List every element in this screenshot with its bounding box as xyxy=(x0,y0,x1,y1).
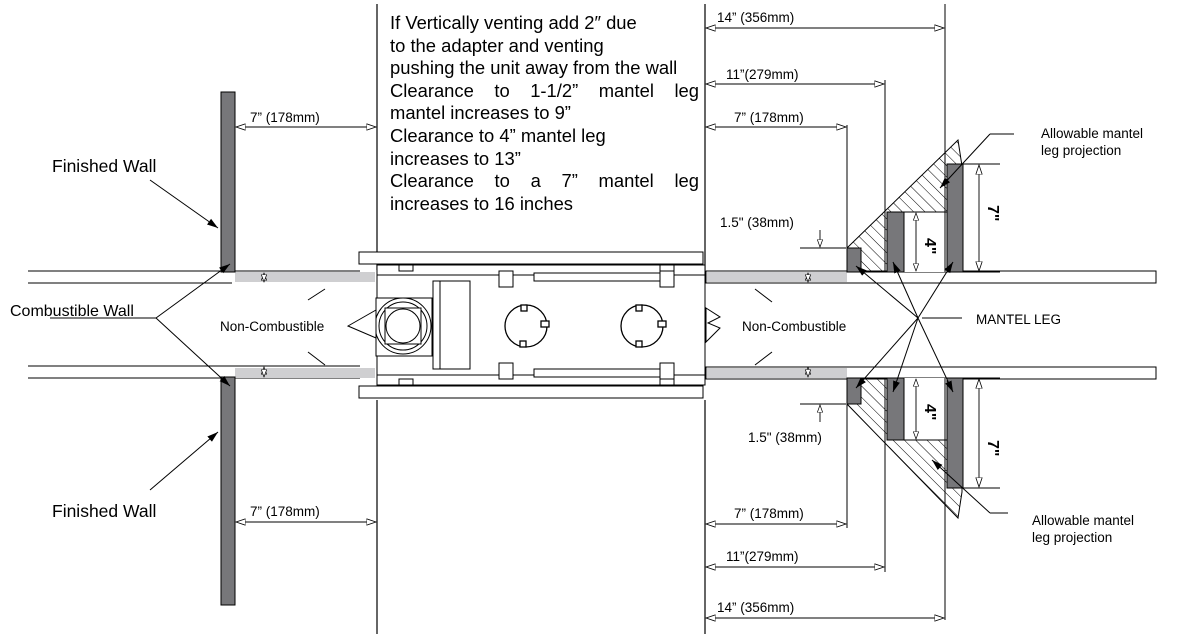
note-line: mantel increases to 9” xyxy=(390,102,571,124)
non-combustible-right-label: Non-Combustible xyxy=(742,319,846,334)
burner-knockouts xyxy=(504,304,667,348)
finished-wall-bottom xyxy=(220,376,236,606)
mantel-legs-top xyxy=(846,163,964,273)
dim-gap-top: 1.5" (38mm) xyxy=(720,215,794,230)
note-line: Clearance to a 7” mantel leg xyxy=(390,170,699,192)
fireplace-edges xyxy=(376,4,706,634)
dim-leg-top-4: 4" xyxy=(921,238,938,254)
extension-lines xyxy=(800,4,1000,620)
note-line: Clearance to 4” mantel leg xyxy=(390,124,606,146)
opening-notches xyxy=(346,307,722,344)
dim-left-bottom-7: 7” (178mm) xyxy=(250,504,320,519)
non-combustible-bands xyxy=(235,272,847,378)
venting-clearance-note: If Vertically venting add 2″ due to the … xyxy=(390,12,699,215)
finished-wall-top-label: Finished Wall xyxy=(52,156,156,176)
labels: Finished Wall Finished Wall Combustible … xyxy=(10,10,1143,615)
dim-right-bottom-7: 7” (178mm) xyxy=(734,506,804,521)
note-line: to the adapter and venting xyxy=(390,34,604,56)
mantel-legs-bottom xyxy=(846,377,964,489)
allowable-bottom-line2: leg projection xyxy=(1032,530,1112,545)
dim-leg-bottom-4: 4" xyxy=(921,404,938,420)
mantel-leg-label: MANTEL LEG xyxy=(976,312,1061,327)
note-line: Clearance to 1-1/2” mantel leg xyxy=(390,79,699,101)
dim-left-top-7: 7” (178mm) xyxy=(250,110,320,125)
dim-right-top-11: 11”(279mm) xyxy=(726,67,799,82)
dim-right-top-14: 14” (356mm) xyxy=(717,10,794,25)
note-line: increases to 13” xyxy=(390,147,521,169)
combustible-wall-label: Combustible Wall xyxy=(10,303,134,320)
dim-leg-top-7: 7" xyxy=(984,205,1001,221)
dimension-arrows xyxy=(236,28,979,618)
non-combustible-left-label: Non-Combustible xyxy=(220,319,324,334)
dim-right-bottom-14: 14” (356mm) xyxy=(717,600,794,615)
allowable-top-line2: leg projection xyxy=(1041,143,1121,158)
note-line: pushing the unit away from the wall xyxy=(390,57,678,79)
finished-wall-top xyxy=(220,91,236,273)
vent-collar xyxy=(374,297,432,355)
dim-gap-bottom: 1.5" (38mm) xyxy=(748,430,822,445)
finished-wall-bottom-label: Finished Wall xyxy=(52,501,156,521)
allowable-top-line1: Allowable mantel xyxy=(1041,126,1143,141)
note-line: If Vertically venting add 2″ due xyxy=(390,12,637,33)
allowable-bottom-line1: Allowable mantel xyxy=(1032,513,1134,528)
dim-right-bottom-11: 11”(279mm) xyxy=(726,549,799,564)
note-line: increases to 16 inches xyxy=(390,192,573,214)
dim-leg-bottom-7: 7" xyxy=(984,440,1001,456)
dim-right-top-7: 7” (178mm) xyxy=(734,110,804,125)
leader-lines xyxy=(50,133,1014,514)
